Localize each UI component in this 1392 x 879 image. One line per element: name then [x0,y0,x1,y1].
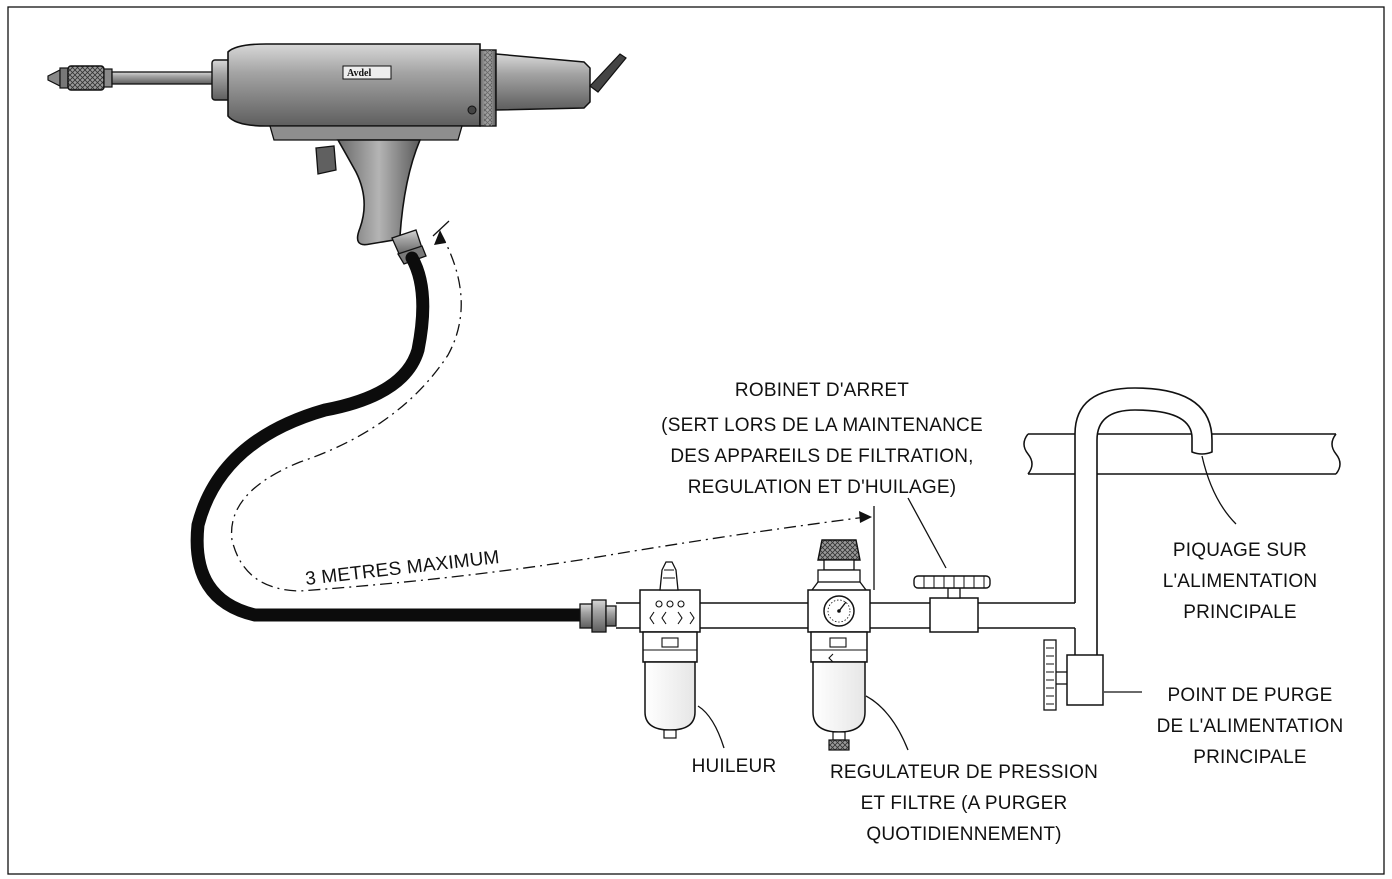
drain-valve [1043,639,1104,711]
svg-text:ET FILTRE (A PURGER: ET FILTRE (A PURGER [861,793,1068,814]
regulator-filter-label: REGULATEUR DE PRESSION ET FILTRE (A PURG… [830,762,1098,845]
svg-text:PRINCIPALE: PRINCIPALE [1193,747,1307,768]
main-tap-label: PIQUAGE SUR L'ALIMENTATION PRINCIPALE [1163,540,1318,623]
svg-text:PRINCIPALE: PRINCIPALE [1183,602,1297,623]
svg-text:POINT DE PURGE: POINT DE PURGE [1167,685,1332,706]
tapping-gooseneck [1074,387,1213,656]
air-hose [190,251,590,622]
diagram-border [7,6,1385,875]
brand-plate [342,65,392,80]
hose-coupling [579,599,617,633]
brand-name: Avdel [347,68,371,79]
svg-text:DE L'ALIMENTATION: DE L'ALIMENTATION [1157,716,1344,737]
svg-text:PIQUAGE SUR: PIQUAGE SUR [1173,540,1307,561]
leader-shutoff-valve [907,497,947,569]
svg-text:L'ALIMENTATION: L'ALIMENTATION [1163,571,1318,592]
leader-regulator [865,695,909,751]
regulator-filter-unit [807,539,871,751]
svg-text:REGULATION ET D'HUILAGE): REGULATION ET D'HUILAGE) [688,477,957,498]
riveting-tool: Avdel [47,43,627,265]
svg-text:QUOTIDIENNEMENT): QUOTIDIENNEMENT) [866,824,1061,845]
lubricator-label: HUILEUR [692,756,777,777]
shutoff-valve [913,575,991,633]
lubricator-unit [639,561,701,739]
svg-text:DES APPAREILS DE FILTRATION,: DES APPAREILS DE FILTRATION, [670,446,973,467]
drain-point-label: POINT DE PURGE DE L'ALIMENTATION PRINCIP… [1157,685,1344,768]
svg-text:(SERT LORS DE LA MAINTENANCE: (SERT LORS DE LA MAINTENANCE [661,415,983,436]
shutoff-valve-label: ROBINET D'ARRET (SERT LORS DE LA MAINTEN… [661,380,983,498]
svg-text:REGULATEUR DE PRESSION: REGULATEUR DE PRESSION [830,762,1098,783]
main-supply-pipe [1023,433,1341,475]
leader-lines [697,455,1237,751]
leader-lubricator [697,705,725,749]
hose-length-label: 3 METRES MAXIMUM [304,547,500,590]
svg-text:ROBINET D'ARRET: ROBINET D'ARRET [735,380,909,401]
length-dimension [230,220,875,592]
leader-main-tap [1201,455,1237,525]
